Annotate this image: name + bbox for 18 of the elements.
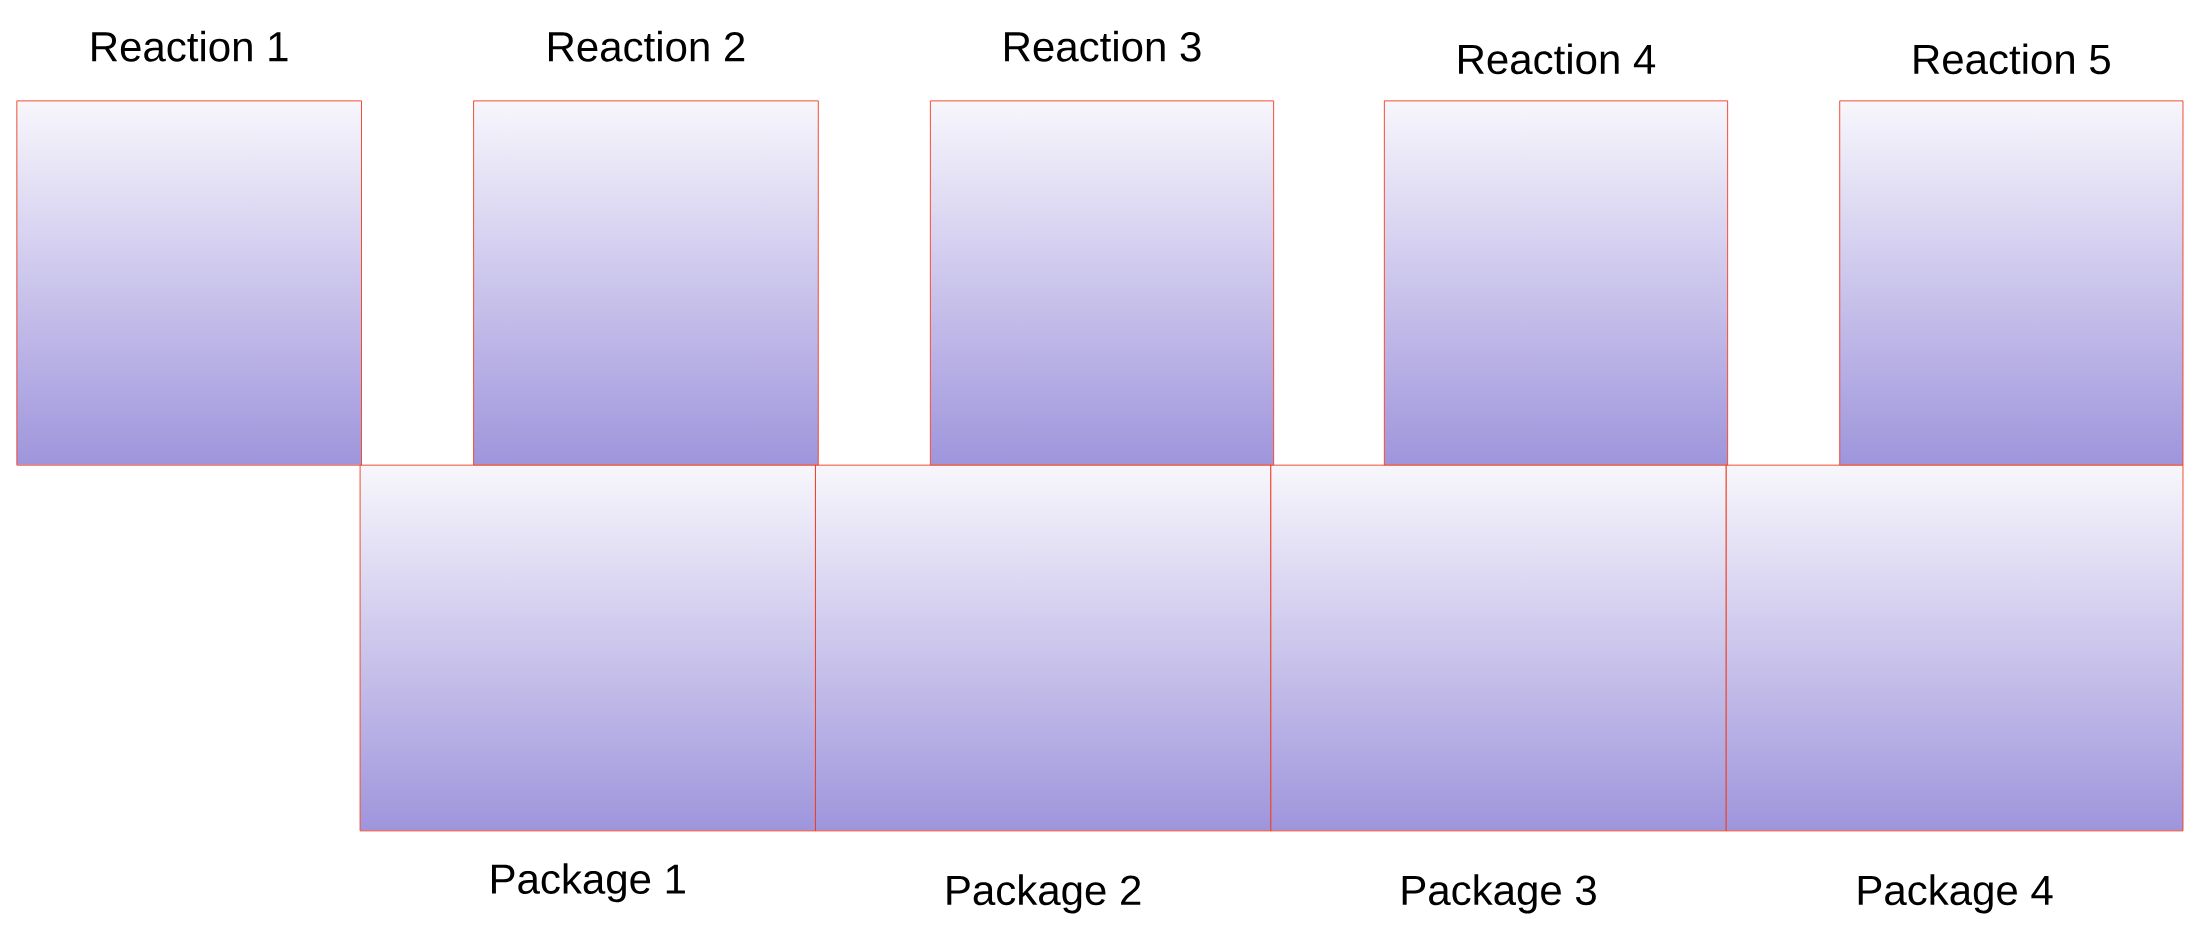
labeled-box: Package 3 <box>1270 464 1727 914</box>
node-label: Package 4 <box>1858 874 2053 914</box>
node-label: Reaction 3 <box>1005 31 1201 62</box>
labeled-box: Reaction 5 <box>1839 43 2184 466</box>
node-label: Reaction 1 <box>92 31 288 62</box>
labeled-box: Reaction 3 <box>929 31 1275 466</box>
labeled-box: Reaction 2 <box>473 31 819 466</box>
labeled-box: Reaction 4 <box>1383 43 1729 466</box>
node-label: Package 1 <box>492 863 685 903</box>
node-label: Package 3 <box>1402 874 1596 914</box>
labeled-box: Package 2 <box>815 464 1272 914</box>
node-label: Package 2 <box>947 874 1141 914</box>
labeled-box: Package 1 <box>359 464 816 903</box>
labeled-box: Reaction 1 <box>16 31 362 466</box>
node-label: Reaction 2 <box>548 31 745 62</box>
node-label: Reaction 5 <box>1914 43 2110 75</box>
labeled-box: Package 4 <box>1725 464 2184 914</box>
node-label: Reaction 4 <box>1459 43 1656 75</box>
